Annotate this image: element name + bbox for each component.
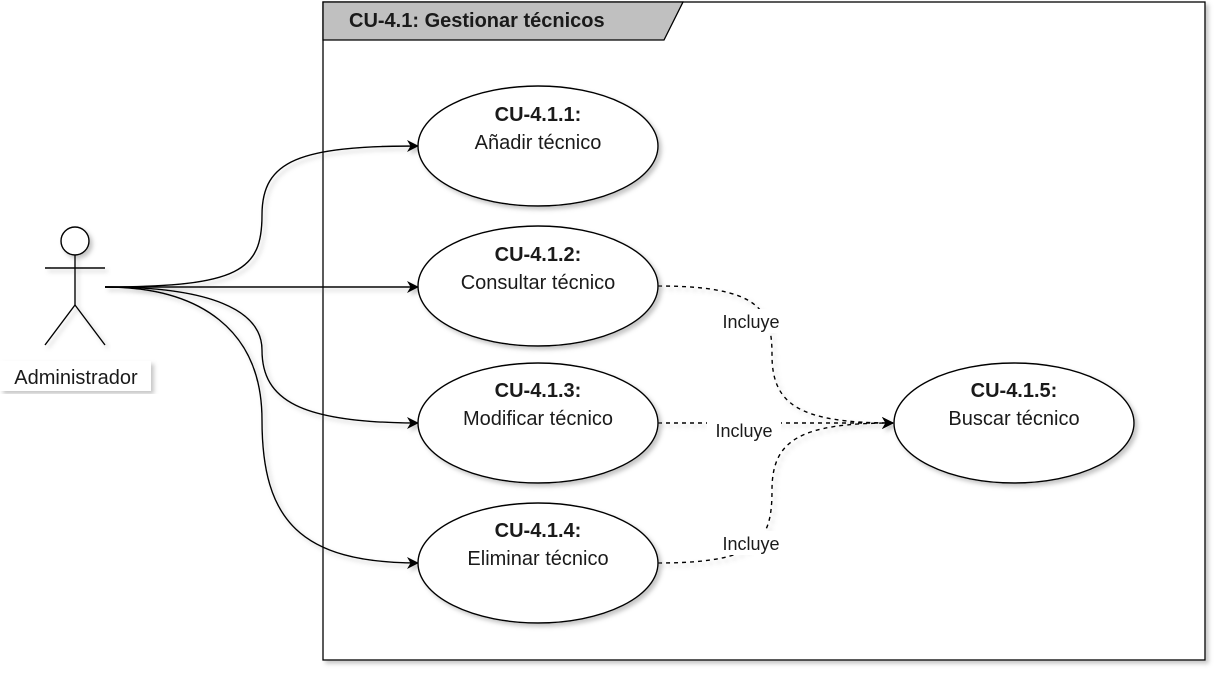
frame-header-tab	[322, 1, 685, 41]
frame-title: CU-4.1: Gestionar técnicos	[349, 10, 605, 32]
use-case-5-id: CU-4.1.5:	[971, 380, 1058, 402]
use-case-3-name: Modificar técnico	[463, 408, 613, 430]
actor-left-leg	[44, 304, 76, 346]
use-case-2-name: Consultar técnico	[461, 272, 616, 294]
use-case-cu-4-1-2[interactable]: CU-4.1.2: Consultar técnico	[417, 225, 659, 347]
use-case-cu-4-1-1[interactable]: CU-4.1.1: Añadir técnico	[417, 85, 659, 207]
include-edge-1[interactable]	[657, 285, 894, 429]
use-case-1-id: CU-4.1.1:	[495, 104, 582, 126]
include-edge-3[interactable]	[657, 417, 894, 564]
actor-right-leg	[74, 304, 106, 346]
use-case-4-name: Eliminar técnico	[467, 548, 608, 570]
actor-administrador[interactable]	[44, 226, 106, 346]
use-case-3-id: CU-4.1.3:	[495, 380, 582, 402]
include-label-2-text: Incluye	[715, 421, 772, 441]
association-edge-4[interactable]	[104, 286, 419, 569]
actor-label-box	[0, 361, 151, 391]
use-case-cu-4-1-5[interactable]: CU-4.1.5: Buscar técnico	[893, 362, 1135, 484]
use-case-5-name: Buscar técnico	[948, 408, 1079, 430]
include-label-3-text: Incluye	[722, 534, 779, 554]
use-case-2-id: CU-4.1.2:	[495, 244, 582, 266]
use-case-1-name: Añadir técnico	[475, 132, 602, 154]
use-case-cu-4-1-3[interactable]: CU-4.1.3: Modificar técnico	[417, 362, 659, 484]
actor-head	[60, 226, 90, 256]
include-label-1-text: Incluye	[722, 312, 779, 332]
association-edge-3[interactable]	[104, 286, 419, 429]
actor-label: Administrador	[14, 367, 138, 389]
use-case-cu-4-1-4[interactable]: CU-4.1.4: Eliminar técnico	[417, 502, 659, 624]
association-edge-1[interactable]	[104, 140, 419, 288]
include-label-3: Incluye	[715, 531, 787, 555]
include-label-2: Incluye	[707, 418, 781, 442]
use-case-4-id: CU-4.1.4:	[495, 520, 582, 542]
include-label-1: Incluye	[715, 309, 787, 333]
